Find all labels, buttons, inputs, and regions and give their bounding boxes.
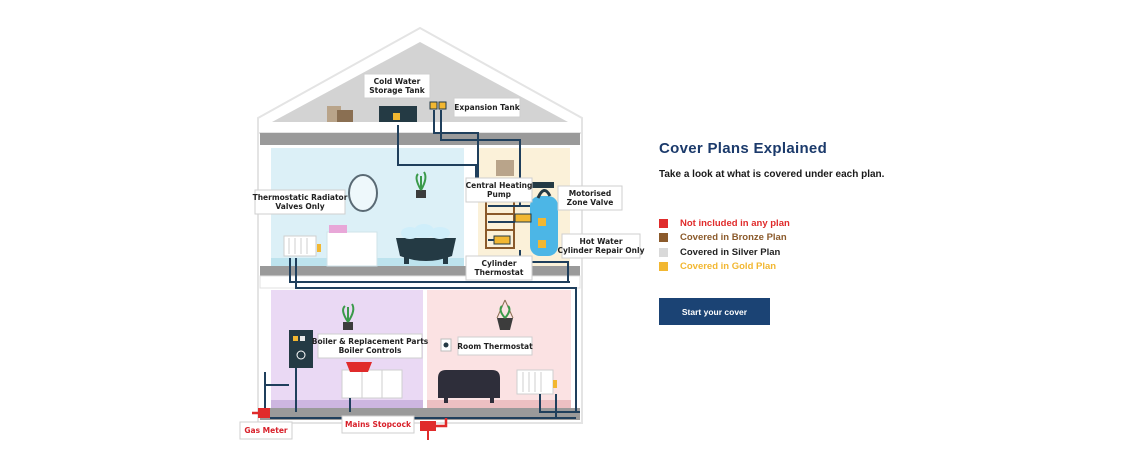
svg-text:Cylinder: Cylinder [481, 259, 516, 268]
svg-text:Cylinder Repair Only: Cylinder Repair Only [558, 246, 645, 255]
vanity-unit [326, 231, 378, 267]
label-hot-water-cylinder: Hot Water Cylinder Repair Only [558, 233, 645, 259]
label-boiler: Boiler & Replacement Parts Boiler Contro… [312, 333, 429, 359]
expansion-tank-marker [438, 101, 447, 110]
svg-text:Pump: Pump [487, 190, 512, 199]
cover-plans-panel: Cover Plans Explained Take a look at wha… [659, 140, 959, 325]
mirror [348, 174, 378, 212]
sofa [438, 370, 500, 398]
legend-item: Covered in Bronze Plan [659, 231, 959, 246]
svg-text:Boiler & Replacement Parts: Boiler & Replacement Parts [312, 337, 429, 346]
hanging-plant-icon [496, 299, 514, 330]
svg-text:Mains Stopcock: Mains Stopcock [345, 420, 412, 429]
legend-item: Covered in Gold Plan [659, 260, 959, 275]
pump-marker [493, 235, 511, 245]
label-mains-stopcock: Mains Stopcock [341, 415, 415, 434]
panel-title: Cover Plans Explained [659, 140, 828, 157]
svg-text:Hot Water: Hot Water [579, 237, 622, 246]
svg-text:Zone Valve: Zone Valve [567, 198, 614, 207]
kitchen-cabinets [341, 369, 403, 399]
pipework [264, 110, 580, 419]
legend-item: Not included in any plan [659, 216, 959, 231]
zone-valve-marker [514, 213, 532, 223]
label-gas-meter: Gas Meter [239, 421, 293, 440]
svg-text:Valves Only: Valves Only [275, 202, 324, 211]
legend-label: Covered in Silver Plan [680, 246, 781, 258]
towel-stack [532, 182, 554, 188]
tablecloth [346, 362, 372, 372]
legend-label: Covered in Bronze Plan [680, 232, 787, 244]
label-motorised-valve: Motorised Zone Valve [557, 185, 623, 211]
svg-text:Thermostatic Radiator: Thermostatic Radiator [253, 193, 348, 202]
panel-subtitle: Take a look at what is covered under eac… [659, 169, 885, 180]
bathtub [396, 238, 456, 261]
label-trv: Thermostatic Radiator Valves Only [253, 189, 348, 215]
svg-text:Gas Meter: Gas Meter [244, 426, 288, 435]
legend-swatch [659, 262, 668, 272]
plant-icon [342, 303, 355, 330]
legend-label: Not included in any plan [680, 217, 790, 229]
stopcock-icon [420, 421, 436, 431]
plant-icon [415, 171, 427, 198]
loft-floor [260, 133, 580, 145]
label-expansion-tank: Expansion Tank [453, 97, 521, 118]
svg-text:Storage Tank: Storage Tank [369, 86, 426, 95]
svg-text:Motorised: Motorised [569, 189, 612, 198]
svg-text:Central Heating: Central Heating [466, 181, 533, 190]
lounge-floor [427, 400, 571, 408]
towels [329, 225, 347, 233]
tank-marker [393, 113, 400, 120]
legend-swatch [659, 233, 668, 243]
legend-swatch [659, 218, 668, 228]
legend-swatch [659, 247, 668, 257]
gas-meter-icon [258, 408, 270, 418]
label-central-heating-pump: Central Heating Pump [465, 177, 533, 203]
box [496, 160, 514, 176]
svg-text:Expansion Tank: Expansion Tank [454, 103, 520, 112]
label-cold-water-tank: Cold Water Storage Tank [363, 73, 431, 99]
plan-legend: Not included in any plan Covered in Bron… [659, 216, 959, 274]
legend-item: Covered in Silver Plan [659, 245, 959, 260]
loft-box [337, 110, 353, 122]
radiator-downstairs [516, 369, 557, 395]
start-cover-button[interactable]: Start your cover [659, 298, 770, 325]
svg-text:Boiler Controls: Boiler Controls [339, 346, 402, 355]
svg-text:Thermostat: Thermostat [475, 268, 524, 277]
label-room-thermostat: Room Thermostat [457, 336, 533, 356]
label-cylinder-thermostat: Cylinder Thermostat [465, 255, 533, 281]
cylinder-marker [538, 240, 546, 248]
cylinder-marker [538, 218, 546, 226]
boiler [289, 330, 313, 368]
expansion-tank-marker [429, 101, 438, 110]
svg-text:Cold Water: Cold Water [374, 77, 421, 86]
legend-label: Covered in Gold Plan [680, 261, 777, 273]
living-room-floor [271, 400, 423, 408]
first-floor [260, 266, 580, 276]
radiator-upstairs [283, 235, 321, 257]
svg-text:Room Thermostat: Room Thermostat [457, 342, 533, 351]
